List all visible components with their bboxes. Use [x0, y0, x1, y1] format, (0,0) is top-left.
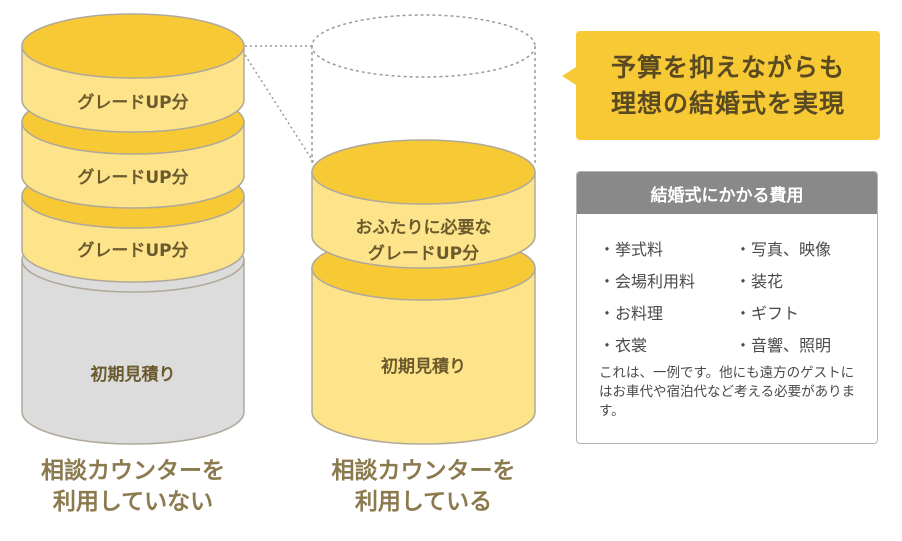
cost-item: ・お料理	[599, 304, 664, 323]
cost-item: ・写真、映像	[735, 240, 832, 259]
right-caption-line2: 利用している	[355, 489, 492, 515]
cost-item: ・装花	[735, 272, 784, 291]
right-ghost-cylinder	[311, 14, 536, 166]
cost-item: ・音響、照明	[735, 336, 832, 355]
cost-item: ・ギフト	[735, 304, 800, 323]
left-layer-2-label: グレードUP分	[77, 167, 188, 188]
left-layer-3-label: グレードUP分	[77, 240, 188, 261]
right-upgrade-layer: おふたりに必要な グレードUP分	[311, 139, 536, 269]
connector-diagonal	[244, 54, 317, 167]
left-layer-1-label: グレードUP分	[77, 92, 188, 113]
left-caption-line2: 利用していない	[53, 489, 213, 515]
cost-item: ・衣裳	[599, 336, 648, 355]
cost-note: これは、一例です。他にも遠方のゲストにはお車代や宿泊代など考える必要があります。	[599, 365, 856, 419]
right-upgrade-label-line2: グレードUP分	[368, 243, 479, 264]
left-base-label: 初期見積り	[91, 364, 176, 385]
right-upgrade-label-line1: おふたりに必要な	[356, 217, 492, 238]
right-caption-line1: 相談カウンターを	[332, 457, 516, 484]
cost-box-title: 結婚式にかかる費用	[577, 172, 877, 214]
cost-item: ・挙式料	[599, 240, 664, 259]
right-base-label: 初期見積り	[381, 356, 466, 377]
cost-item: ・会場利用料	[599, 272, 696, 291]
right-cylinder-stack: 初期見積り おふたりに必要な グレードUP分	[311, 14, 536, 445]
cost-item-list: ・挙式料 ・写真、映像 ・会場利用料 ・装花 ・お料理 ・ギフト ・衣裳 ・音響…	[599, 236, 869, 356]
left-layer-1: グレードUP分	[21, 13, 245, 133]
callout-line1: 予算を抑えながらも	[610, 52, 845, 82]
callout-bubble: 予算を抑えながらも 理想の結婚式を実現	[562, 31, 880, 140]
callout-line2: 理想の結婚式を実現	[610, 88, 845, 118]
left-cylinder-stack: 初期見積り グレードUP分 グレードUP分 グレードUP分	[21, 13, 245, 445]
cost-box: 結婚式にかかる費用 ・挙式料 ・写真、映像 ・会場利用料 ・装花 ・お料理 ・ギ…	[576, 171, 878, 444]
left-caption-line1: 相談カウンターを	[41, 457, 225, 484]
